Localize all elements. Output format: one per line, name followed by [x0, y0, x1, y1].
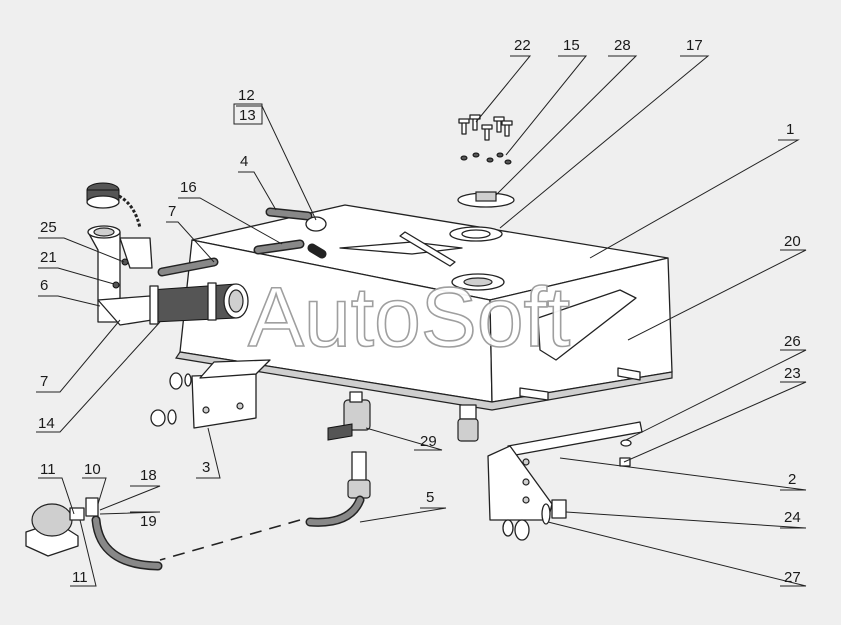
callout-1: 1: [786, 121, 794, 138]
vent-and-fill-hoses: [149, 207, 327, 325]
callout-10: 10: [84, 461, 101, 478]
callout-22: 22: [514, 37, 531, 54]
callout-28: 28: [614, 37, 631, 54]
callout-21: 21: [40, 249, 57, 266]
tank-side-rib: [537, 289, 637, 361]
callout-13-box: [233, 103, 263, 125]
fuel-tank: [174, 204, 673, 442]
hose-fitting: [305, 216, 327, 232]
callout-24: 24: [784, 509, 801, 526]
fill-hose: [149, 283, 237, 323]
callout-27: 27: [784, 569, 801, 586]
callout-16: 16: [180, 179, 197, 196]
callout-labels: 22 15 28 17 1 12 13 4 16 7 25 21 6 20 26…: [38, 37, 801, 586]
drain-plug: [459, 404, 477, 420]
hose-clamp-1: [149, 285, 159, 325]
callout-25: 25: [40, 219, 57, 236]
callout-11-top: 11: [40, 461, 56, 478]
callout-7-bottom: 7: [40, 373, 48, 390]
hose-clamp-2: [207, 282, 217, 321]
callout-15: 15: [563, 37, 580, 54]
callout-18: 18: [140, 467, 157, 484]
callout-12: 12: [238, 87, 255, 104]
callout-5: 5: [426, 489, 434, 506]
left-bracket: [150, 359, 271, 429]
callout-17: 17: [686, 37, 703, 54]
sender-fasteners: [457, 114, 515, 208]
callout-13: 13: [239, 107, 256, 124]
callout-26: 26: [784, 333, 801, 350]
callout-6: 6: [40, 277, 48, 294]
callout-29: 29: [420, 433, 437, 450]
fuel-filter-assembly: [25, 497, 163, 571]
callout-23: 23: [784, 365, 801, 382]
callout-3: 3: [202, 459, 210, 476]
callout-4: 4: [240, 153, 248, 170]
callout-11-bottom: 11: [72, 569, 88, 586]
callout-14: 14: [38, 415, 55, 432]
callout-19: 19: [140, 513, 157, 530]
tank-stamp-rib-2: [399, 231, 456, 267]
leader-lines: [36, 55, 807, 587]
callout-20: 20: [784, 233, 801, 250]
right-bracket: [487, 421, 643, 541]
fuel-tap-and-line: [159, 391, 371, 561]
callout-2: 2: [788, 471, 796, 488]
watermark: AutoSoft: [248, 270, 570, 364]
filler-pipe-assembly: [86, 182, 153, 326]
callout-7-top: 7: [168, 203, 176, 220]
